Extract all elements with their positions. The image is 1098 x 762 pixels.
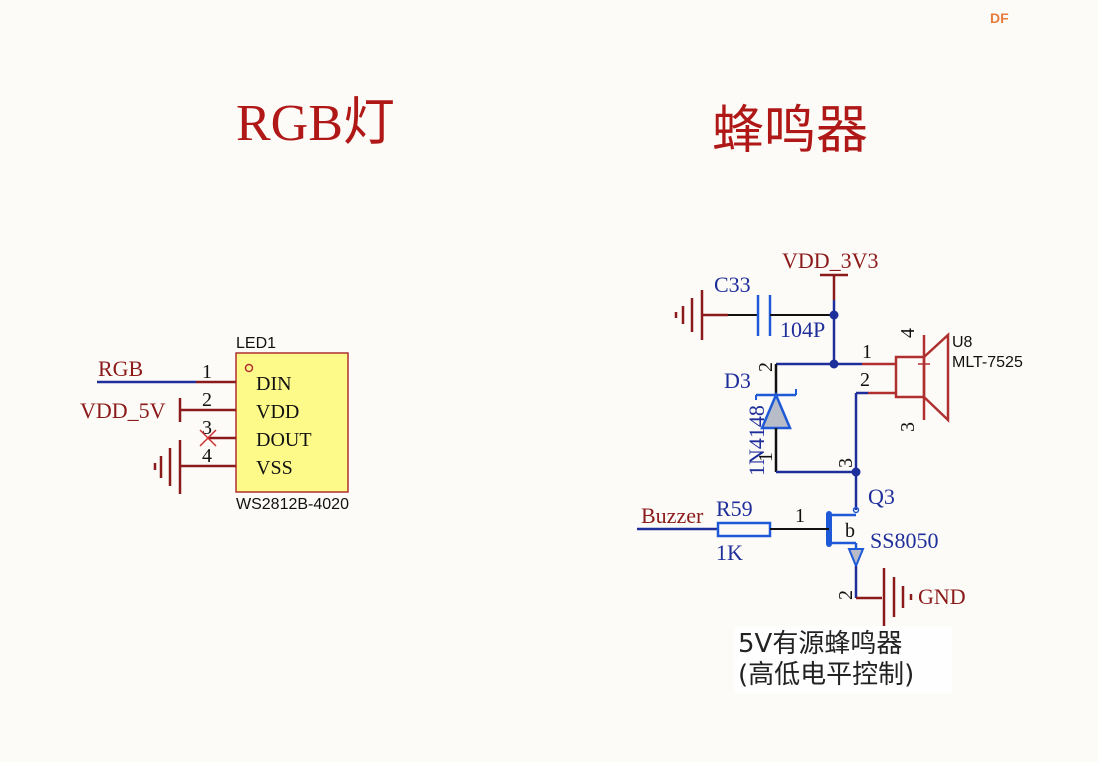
q3-part: SS8050 — [870, 528, 938, 553]
led-pin-3-num: 3 — [202, 417, 212, 439]
r59-value: 1K — [716, 540, 743, 565]
u8-pin-1-num: 1 — [862, 341, 872, 363]
c33-designator: C33 — [714, 272, 751, 297]
led-component: LED1 WS2812B-4020 1 2 3 4 DIN VDD DOUT V… — [80, 335, 349, 513]
junction-dot — [829, 310, 839, 320]
note-line-1: 5V有源蜂鸣器 — [738, 629, 902, 659]
u8-part: MLT-7525 — [952, 354, 1023, 371]
net-label-vdd3v3: VDD_3V3 — [782, 248, 879, 273]
u8-pin-3-num: 3 — [897, 422, 919, 432]
junction-dot — [829, 359, 839, 369]
note-box — [734, 626, 952, 694]
u8-pin-2-num: 2 — [860, 369, 870, 391]
net-label-rgb: RGB — [98, 356, 143, 381]
title-rgb: RGB灯 — [236, 95, 395, 152]
net-label-buzzer: Buzzer — [641, 503, 704, 528]
led-part: WS2812B-4020 — [236, 496, 349, 513]
no-connect-icon — [199, 429, 217, 447]
led-pin-vss: VSS — [256, 457, 293, 479]
capacitor-c33: C33 104P — [702, 272, 834, 342]
net-label-gnd: GND — [918, 584, 966, 609]
watermark-logo: DF — [990, 10, 1009, 26]
c33-value: 104P — [780, 317, 825, 342]
q3-base-label: b — [845, 520, 855, 542]
led-pin-2-num: 2 — [202, 389, 212, 411]
d3-pin-2-num: 2 — [755, 362, 777, 372]
pin1-marker — [244, 363, 254, 373]
led-pin-4-num: 4 — [202, 445, 212, 467]
d3-part: 1N4148 — [744, 405, 769, 476]
r59-designator: R59 — [716, 496, 753, 521]
d3-designator: D3 — [724, 368, 751, 393]
q3-designator: Q3 — [868, 484, 895, 509]
q3-pin-1-num: 1 — [795, 505, 805, 527]
led-designator: LED1 — [236, 335, 276, 352]
cap-ground-icon — [674, 290, 704, 340]
led-pin-1-num: 1 — [202, 361, 212, 383]
led-body — [235, 352, 349, 493]
led-pin-din: DIN — [256, 373, 292, 395]
title-buzzer: 蜂鸣器 — [712, 103, 868, 160]
buzzer-circuit: VDD_3V3 C33 104P 1 — [637, 248, 1023, 694]
q3-pin-2-num: 2 — [835, 590, 857, 600]
u8-designator: U8 — [952, 334, 973, 351]
led-pin-vdd: VDD — [256, 401, 299, 423]
note-line-2: (高低电平控制) — [738, 660, 914, 690]
transistor-q3: Q3 SS8050 b 1 2 — [795, 484, 938, 600]
q3-pin-3-num: 3 — [835, 458, 857, 468]
speaker-u8-icon — [894, 332, 950, 423]
resistor-r59-icon — [716, 521, 772, 538]
gnd-icon — [882, 568, 913, 626]
led-pin-dout: DOUT — [256, 429, 312, 451]
diode-d3: D3 1N4148 2 1 — [724, 362, 856, 476]
ground-icon — [153, 440, 182, 494]
d3-pin-1-num: 1 — [755, 452, 777, 462]
net-label-vdd5v: VDD_5V — [80, 398, 166, 423]
junction-dot — [851, 467, 861, 477]
u8-pin-4-num: 4 — [897, 328, 919, 338]
